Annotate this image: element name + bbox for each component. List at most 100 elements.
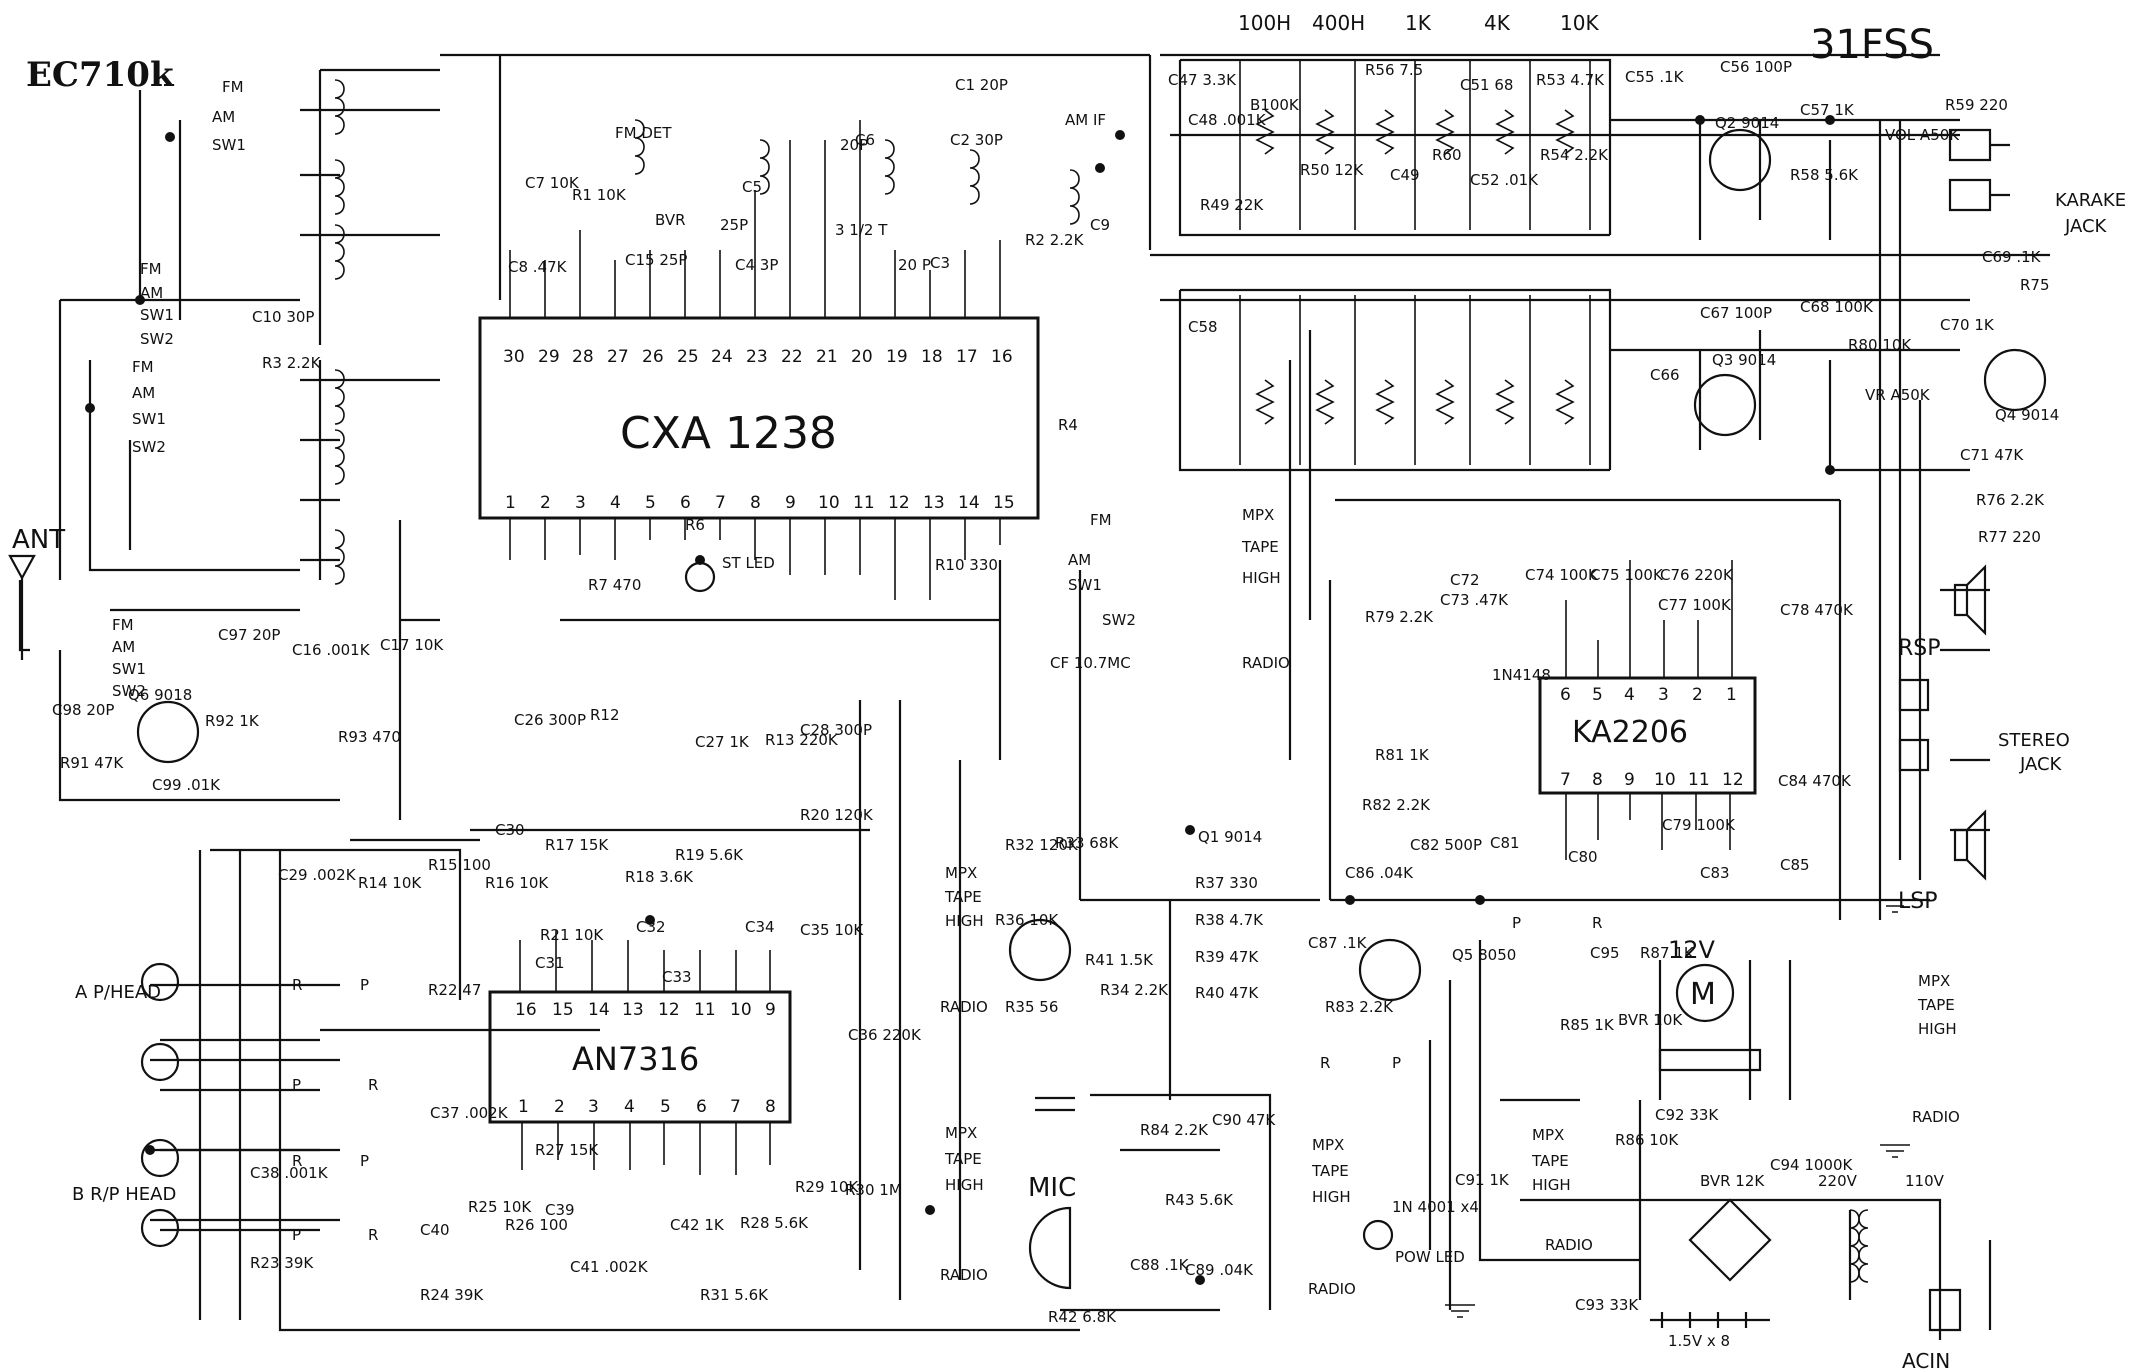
switch-position-label: HIGH	[945, 912, 984, 930]
component-label: R59 220	[1945, 96, 2008, 114]
component-label: C72	[1450, 571, 1480, 589]
component-label: R91 47K	[60, 754, 124, 772]
pin-label: 12	[888, 493, 910, 513]
component-label: C78 470K	[1780, 601, 1854, 619]
component-label: R35 56	[1005, 998, 1058, 1016]
switch-position-label: P	[360, 1152, 369, 1170]
ac-voltage-label: 220V	[1818, 1172, 1858, 1190]
component-label: R82 2.2K	[1362, 796, 1431, 814]
component-label: C71 47K	[1960, 446, 2024, 464]
led-label: POW LED	[1395, 1248, 1465, 1266]
component-label: C89 .04K	[1185, 1261, 1254, 1279]
function-switch-1: MPX TAPE HIGH RADIO	[1241, 506, 1290, 672]
component-label: AM IF	[1065, 111, 1106, 129]
component-label: R84 2.2K	[1140, 1121, 1209, 1139]
ac-voltage-label: 110V	[1905, 1172, 1945, 1190]
ic-label: AN7316	[572, 1040, 699, 1078]
switch-position-label: AM	[212, 108, 235, 126]
component-label: C8 .47K	[508, 258, 568, 276]
component-label: R92 1K	[205, 712, 260, 730]
pin-label: 2	[540, 493, 551, 513]
function-switch-3: MPX TAPE HIGH RADIO	[940, 1124, 988, 1284]
component-label: R87 1K	[1640, 944, 1695, 962]
component-label: VOL A50K	[1885, 126, 1960, 144]
switch-position-label: HIGH	[1532, 1176, 1571, 1194]
pin-label: 10	[1654, 770, 1676, 790]
ic-body	[478, 316, 1040, 520]
antenna: ANT	[8, 525, 65, 660]
function-switch-4: MPX TAPE HIGH RADIO	[1308, 1136, 1356, 1298]
component-label: 1N4148	[1492, 666, 1551, 684]
component-label: Q3 9014	[1712, 351, 1776, 369]
motor-label: M	[1690, 977, 1716, 1012]
pin-label: 27	[607, 347, 629, 367]
component-labels-eq: C47 3.3K C48 .001K R49 22K B100K R50 12K…	[1168, 58, 2059, 882]
pin-label: 12	[1722, 770, 1744, 790]
component-label: C42 1K	[670, 1216, 725, 1234]
stereo-jack: STEREO JACK	[1898, 678, 2070, 775]
component-label: R36 10K	[995, 911, 1059, 929]
component-label: R13 220K	[765, 731, 839, 749]
head-label: B R/P HEAD	[72, 1184, 176, 1205]
component-label: C94 1000K	[1770, 1156, 1854, 1174]
component-label: R77 220	[1978, 528, 2041, 546]
component-label: R19 5.6K	[675, 846, 744, 864]
ic-cxa1238: CXA 1238 30 29 28 27 26 25 24 23 22 21 2…	[478, 120, 1040, 600]
pin-label: 3	[575, 493, 586, 513]
tape-head-b: B R/P HEAD	[72, 1138, 180, 1248]
component-label: C88 .1K	[1130, 1256, 1190, 1274]
switch-position-label: MPX	[1532, 1126, 1564, 1144]
component-label: R42 6.8K	[1048, 1308, 1117, 1326]
switch-position-label: RADIO	[940, 998, 988, 1016]
switch-position-label: FM	[140, 260, 162, 278]
switch-position-label: R	[368, 1226, 378, 1244]
left-speaker: LSP	[1898, 809, 1987, 914]
component-label: C16 .001K	[292, 641, 371, 659]
pin-label: 2	[1692, 685, 1703, 705]
pin-label: 7	[1560, 770, 1571, 790]
component-label: C73 .47K	[1440, 591, 1509, 609]
component-label: R43 5.6K	[1165, 1191, 1234, 1209]
switch-position-label: MPX	[945, 1124, 977, 1142]
switch-position-label: TAPE	[1311, 1162, 1349, 1180]
component-label: C1 20P	[955, 76, 1008, 94]
motor: 12V M	[1658, 936, 1762, 1072]
motor-voltage-label: 12V	[1668, 936, 1716, 964]
pin-label: 5	[645, 493, 656, 513]
switch-position-label: RADIO	[1912, 1108, 1960, 1126]
component-label: R93 470	[338, 728, 401, 746]
tape-head-a: A P/HEAD	[75, 962, 180, 1082]
pin-label: 13	[622, 1000, 644, 1020]
component-label: C10 30P	[252, 308, 314, 326]
switch-position-label: MPX	[1242, 506, 1274, 524]
component-label: C49	[1390, 166, 1420, 184]
component-label: C74 100K	[1525, 566, 1599, 584]
pin-label: 19	[886, 347, 908, 367]
component-label: C5	[742, 178, 762, 196]
component-label: C92 33K	[1655, 1106, 1719, 1124]
pin-label: 5	[660, 1097, 671, 1117]
pin-label: 6	[696, 1097, 707, 1117]
component-label: C30	[495, 821, 525, 839]
pin-label: 11	[853, 493, 875, 513]
component-label: C85	[1780, 856, 1810, 874]
component-label: C32	[636, 918, 666, 936]
component-label: C38 .001K	[250, 1164, 329, 1182]
component-label: C4 3P	[735, 256, 778, 274]
component-label: C36 220K	[848, 1026, 922, 1044]
pin-label: 7	[730, 1097, 741, 1117]
pin-label: 10	[730, 1000, 752, 1020]
function-switch-6: MPX TAPE HIGH RADIO	[1912, 972, 1960, 1126]
component-label: C76 220K	[1660, 566, 1734, 584]
component-label: C37 .002K	[430, 1104, 509, 1122]
component-label: 1N 4001 x4	[1392, 1198, 1479, 1216]
switch-position-label: SW2	[132, 438, 166, 456]
component-label: R20 120K	[800, 806, 874, 824]
component-label: C66	[1650, 366, 1680, 384]
pin-label: 29	[538, 347, 560, 367]
switch-position-label: TAPE	[1241, 538, 1279, 556]
switch-position-label: SW1	[112, 660, 146, 678]
pin-label: 8	[765, 1097, 776, 1117]
component-label: C55 .1K	[1625, 68, 1685, 86]
jack-label: KARAKE	[2055, 190, 2126, 211]
